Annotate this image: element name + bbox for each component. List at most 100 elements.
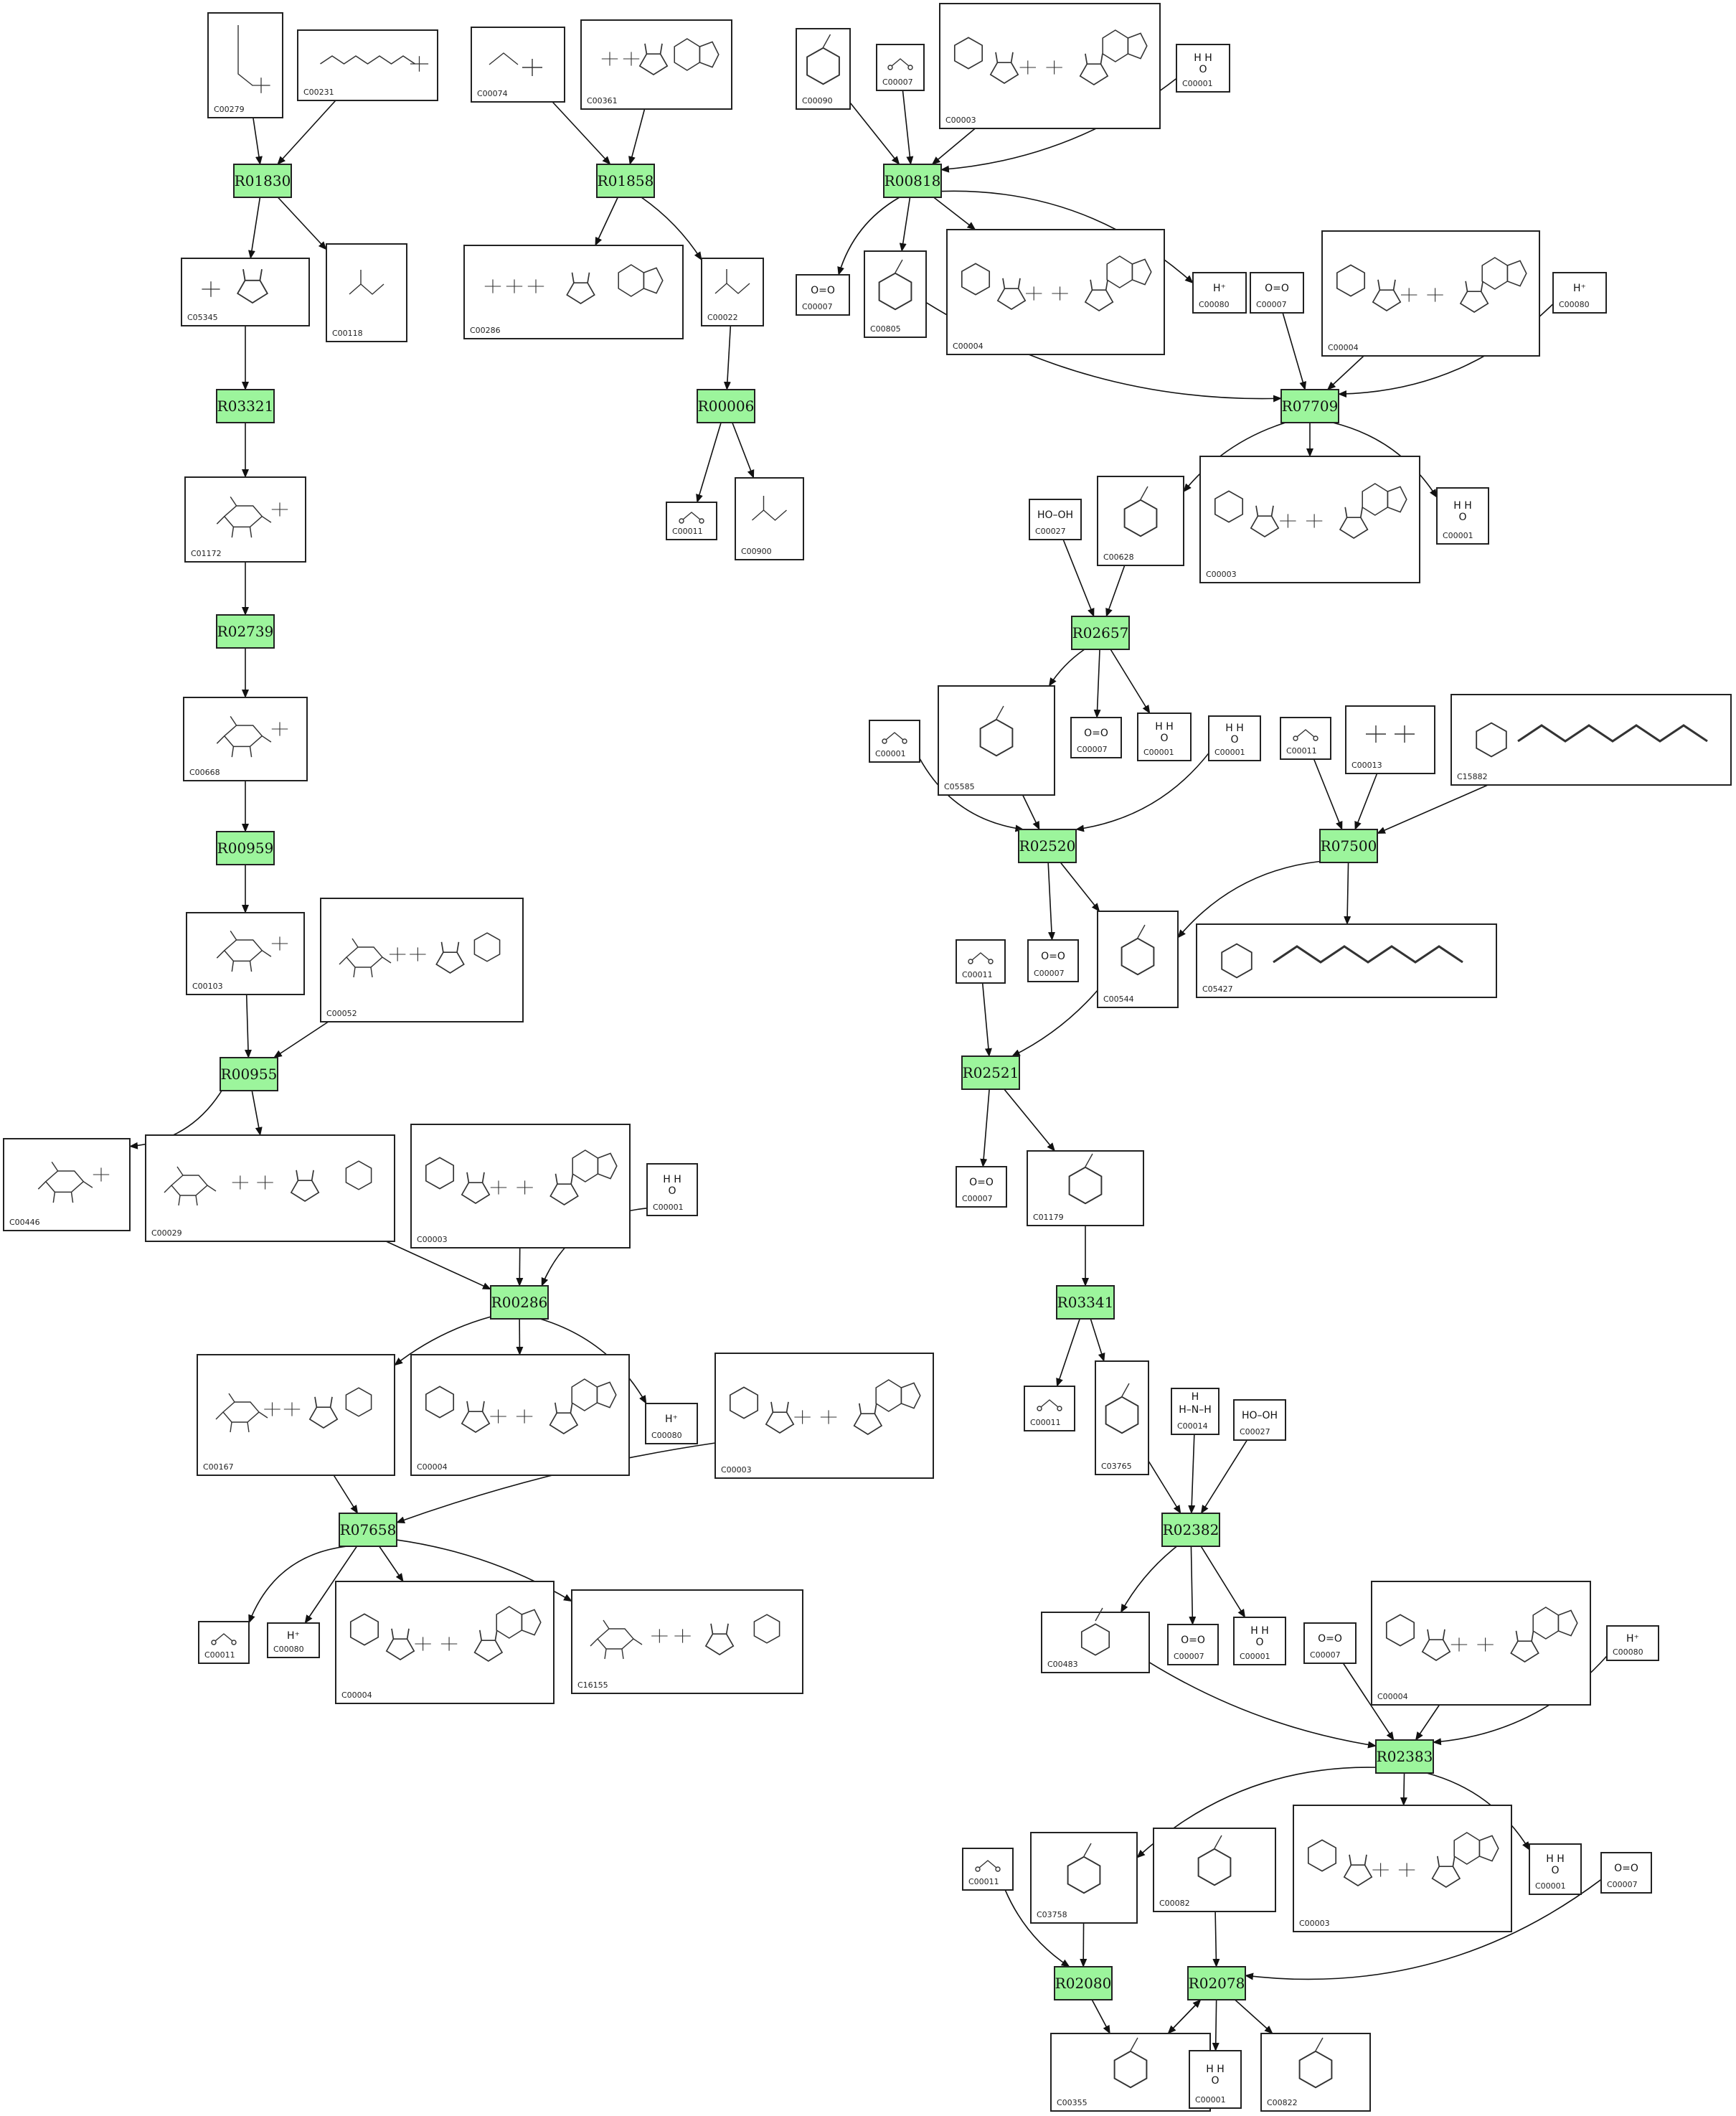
compound-node[interactable]: C00022 (701, 258, 764, 326)
compound-node[interactable]: C00544 (1097, 911, 1179, 1008)
compound-node[interactable]: C00003 (939, 3, 1161, 129)
compound-node[interactable]: C00003 (714, 1353, 934, 1479)
compound-node[interactable]: C00090 (796, 28, 851, 110)
reaction-node[interactable]: R03341 (1056, 1285, 1115, 1320)
reaction-node[interactable]: R07500 (1319, 829, 1378, 863)
compound-node[interactable]: C00029 (145, 1134, 395, 1242)
compound-node[interactable]: C00074 (471, 27, 565, 103)
compound-node[interactable]: C00355 (1050, 2033, 1211, 2112)
compound-node[interactable]: C03758 (1030, 1832, 1138, 1924)
reaction-node[interactable]: R07709 (1280, 389, 1339, 423)
compound-box (1436, 487, 1489, 545)
reaction-node[interactable]: R02383 (1375, 1739, 1434, 1774)
compound-node[interactable]: C00013 (1345, 705, 1435, 774)
compound-node[interactable]: C00279 (207, 12, 283, 118)
compound-node[interactable]: C00011 (962, 1848, 1014, 1891)
compound-node[interactable]: C00103 (186, 912, 305, 995)
compound-node[interactable]: C01179 (1027, 1150, 1144, 1226)
compound-node[interactable]: C00286 (463, 245, 684, 339)
compound-node[interactable]: H⁺C00080 (1552, 272, 1607, 314)
reaction-box (1054, 1966, 1113, 2000)
reaction-node[interactable]: R02520 (1018, 829, 1077, 863)
compound-node[interactable]: C16155 (571, 1589, 803, 1694)
reaction-node[interactable]: R02382 (1161, 1513, 1220, 1547)
compound-node[interactable]: C00361 (580, 19, 732, 110)
reaction-node[interactable]: R07658 (339, 1513, 397, 1547)
compound-node[interactable]: C00231 (297, 29, 438, 101)
pathway-arrow (641, 197, 702, 261)
compound-node[interactable]: C03765 (1095, 1360, 1149, 1475)
reaction-node[interactable]: R00006 (697, 389, 755, 423)
compound-node[interactable]: C00004 (335, 1581, 555, 1704)
compound-node[interactable]: C05345 (181, 258, 310, 326)
compound-node[interactable]: C00011 (198, 1621, 250, 1664)
reaction-node[interactable]: R00955 (220, 1057, 278, 1091)
compound-node[interactable]: C00007 (876, 44, 925, 91)
compound-node[interactable]: C00001 (869, 720, 920, 763)
compound-node[interactable]: C00483 (1041, 1607, 1150, 1673)
compound-node[interactable]: C00167 (197, 1354, 395, 1476)
compound-node[interactable]: C00011 (956, 939, 1006, 984)
compound-node[interactable]: C00004 (946, 229, 1165, 355)
reaction-node[interactable]: R02080 (1054, 1966, 1113, 2000)
reaction-id-label: R02383 (1377, 1748, 1433, 1765)
compound-node[interactable]: H⁺C00080 (267, 1622, 320, 1658)
compound-node[interactable]: C00118 (326, 243, 407, 342)
compound-node[interactable]: C00805 (864, 250, 927, 338)
compound-node[interactable]: C00082 (1153, 1828, 1276, 1912)
reaction-node[interactable]: R01830 (233, 164, 292, 198)
compound-node[interactable]: C00004 (1371, 1581, 1591, 1706)
compound-node[interactable]: C00052 (320, 898, 524, 1022)
compound-node[interactable]: C00011 (666, 502, 717, 540)
compound-node[interactable]: C00003 (1293, 1805, 1512, 1932)
compound-node[interactable]: H⁺C00080 (1192, 272, 1247, 314)
reaction-node[interactable]: R02739 (216, 614, 275, 649)
compound-node[interactable]: H⁺C00080 (645, 1403, 698, 1444)
compound-node[interactable]: C00668 (183, 697, 308, 781)
compound-node[interactable]: C00011 (1024, 1386, 1075, 1431)
compound-node[interactable]: H⁺C00080 (1606, 1625, 1659, 1661)
compound-node[interactable]: C00004 (410, 1354, 630, 1476)
compound-node[interactable]: C00628 (1097, 476, 1184, 566)
reaction-node[interactable]: R02521 (961, 1055, 1020, 1090)
reaction-node[interactable]: R00818 (883, 164, 942, 198)
reaction-node[interactable]: R03321 (216, 389, 275, 423)
compound-node[interactable]: C00900 (735, 477, 804, 560)
compound-node[interactable]: C01172 (184, 476, 306, 563)
compound-node[interactable]: C00822 (1260, 2033, 1371, 2112)
reaction-node[interactable]: R00959 (216, 831, 275, 865)
compound-node[interactable]: C00011 (1280, 717, 1331, 760)
compound-node[interactable]: C00004 (1321, 230, 1540, 357)
compound-node[interactable]: C15882 (1450, 694, 1732, 786)
compound-node[interactable]: C00003 (410, 1124, 631, 1249)
compound-box (1199, 456, 1420, 583)
compound-node[interactable]: C05427 (1196, 923, 1497, 998)
compound-box (1030, 1832, 1138, 1924)
reaction-node[interactable]: R02657 (1071, 616, 1130, 650)
compound-node[interactable]: C05585 (938, 685, 1055, 796)
compound-node[interactable]: C00003 (1199, 456, 1420, 583)
reaction-node[interactable]: R00286 (490, 1285, 549, 1320)
reaction-node[interactable]: R01858 (596, 164, 655, 198)
reaction-node[interactable]: R02078 (1187, 1966, 1246, 2000)
compound-node[interactable]: C00446 (3, 1138, 131, 1231)
